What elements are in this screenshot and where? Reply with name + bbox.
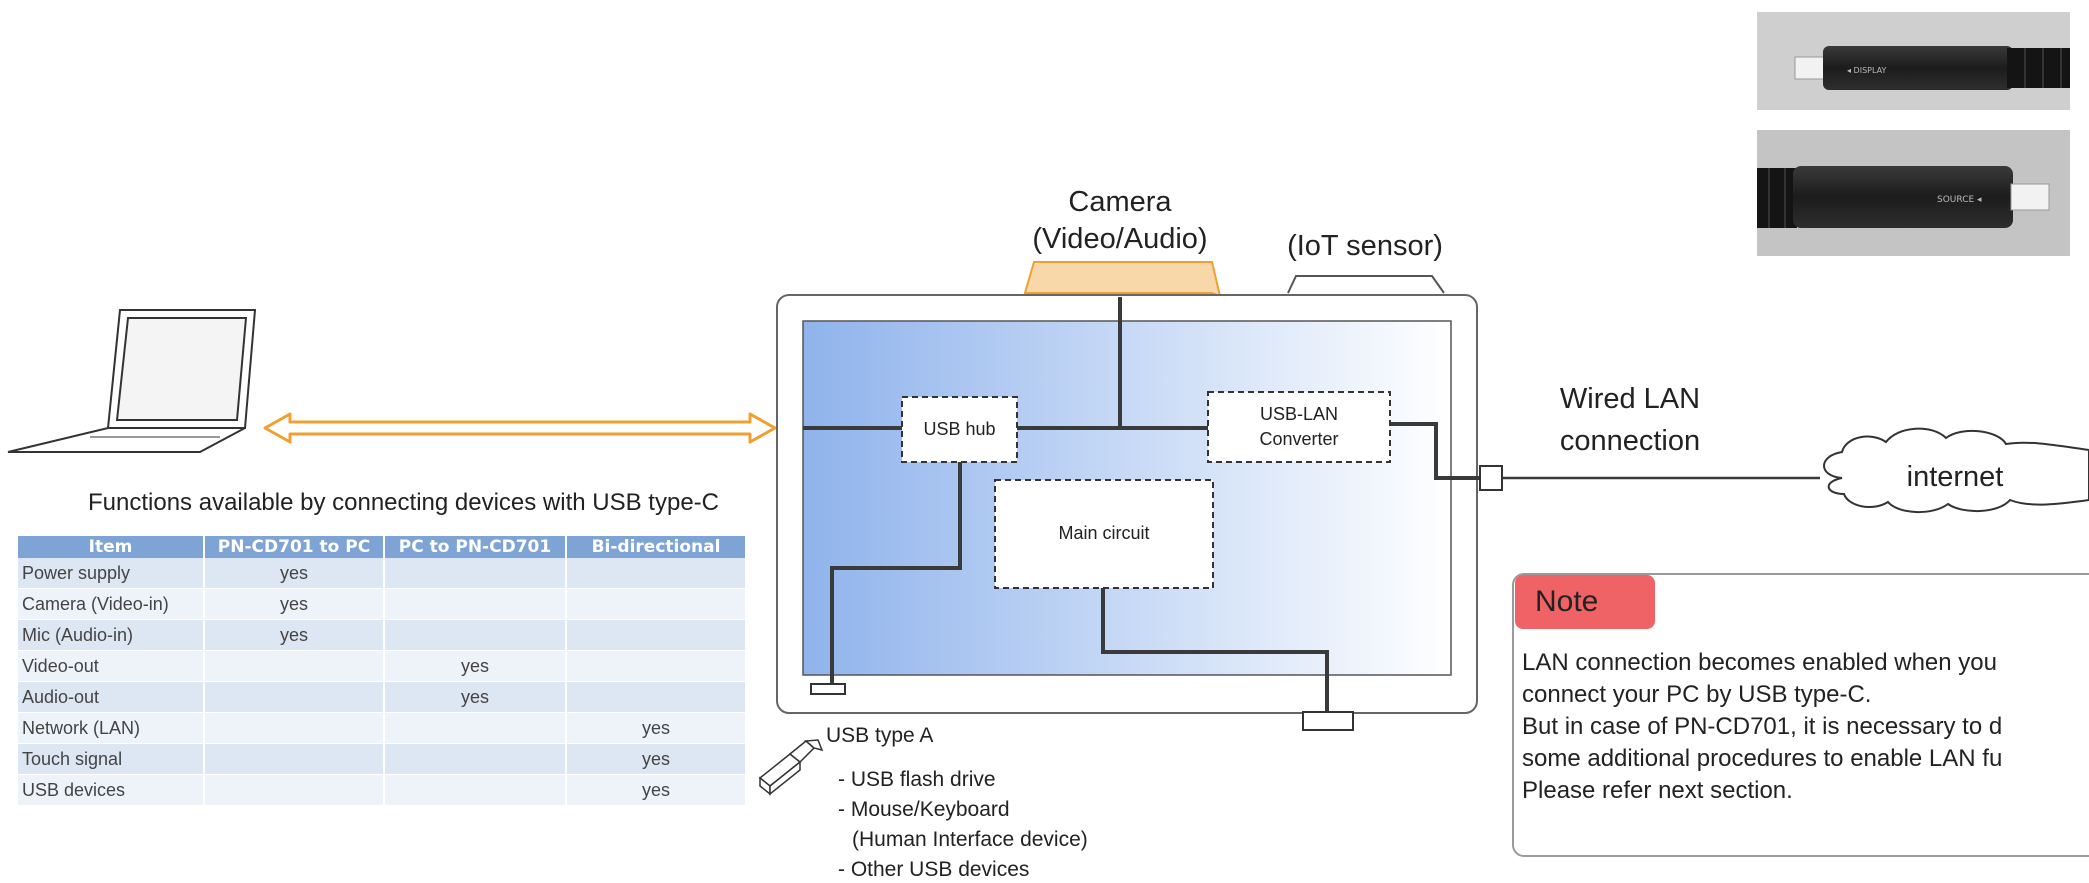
table-cell xyxy=(384,588,567,620)
usb-stick-icon xyxy=(758,739,824,796)
cable-bottom-text: SOURCE ◂ xyxy=(1937,195,1982,205)
table-cell: Touch signal xyxy=(18,743,205,775)
table-cell xyxy=(384,619,567,651)
note-text-line: connect your PC by USB type-C. xyxy=(1522,681,1872,708)
table-cell: yes xyxy=(566,712,747,744)
iot-sensor-bump xyxy=(1287,275,1445,294)
usb-device-item: - USB flash drive xyxy=(838,768,996,791)
table-row: Power supply yes xyxy=(18,558,747,589)
note-text-line: But in case of PN-CD701, it is necessary… xyxy=(1522,713,2003,740)
table-cell: Power supply xyxy=(18,558,205,589)
column-header: Bi-directional xyxy=(566,536,747,558)
note-text-line: Please refer next section. xyxy=(1522,777,1793,804)
table-cell xyxy=(204,774,385,806)
table-cell: Network (LAN) xyxy=(18,712,205,744)
usb-hub-label: USB hub xyxy=(923,419,996,439)
table-row: Mic (Audio-in) yes xyxy=(18,619,747,651)
table-cell xyxy=(384,712,567,744)
table-cell xyxy=(566,588,747,620)
usb-device-item: - Other USB devices xyxy=(838,858,1030,881)
table-cell xyxy=(384,743,567,775)
table-cell: yes xyxy=(566,774,747,806)
usb-device-item: - Mouse/Keyboard xyxy=(838,798,1010,821)
table-cell: yes xyxy=(204,558,385,589)
table-row: Audio-out yes xyxy=(18,681,747,713)
internet-label: internet xyxy=(1906,461,2004,493)
table-header-row: Item PN-CD701 to PC PC to PN-CD701 Bi-di… xyxy=(18,536,747,558)
table-cell: USB devices xyxy=(18,774,205,806)
bottom-port xyxy=(1302,711,1354,731)
wired-lan-label-line2: connection xyxy=(1559,425,1701,457)
note-text-line: LAN connection becomes enabled when you xyxy=(1522,649,1997,676)
cable-top-text: ◂ DISPLAY xyxy=(1847,66,1886,75)
internet-cloud-icon xyxy=(1823,427,2089,514)
cable-photo-source: SOURCE ◂ xyxy=(1757,130,2070,256)
table-row: Touch signal yes xyxy=(18,743,747,775)
table-row: USB devices yes xyxy=(18,774,747,806)
table-cell xyxy=(204,650,385,682)
main-circuit-box xyxy=(994,479,1214,589)
usb-hub-box xyxy=(901,396,1018,463)
note-title: Note xyxy=(1515,575,1655,629)
column-header: Item xyxy=(18,536,205,558)
table-cell xyxy=(204,712,385,744)
table-cell: Video-out xyxy=(18,650,205,682)
table-cell xyxy=(566,558,747,589)
usb-lan-converter-box xyxy=(1207,391,1391,463)
note-box xyxy=(1512,573,2089,857)
laptop-icon xyxy=(7,309,257,453)
table-cell xyxy=(566,681,747,713)
table-cell: Mic (Audio-in) xyxy=(18,619,205,651)
camera-bump xyxy=(1023,261,1222,298)
usb-lan-label-line1: USB-LAN xyxy=(1259,404,1339,424)
table-cell: Audio-out xyxy=(18,681,205,713)
table-row: Video-out yes xyxy=(18,650,747,682)
functions-table: Item PN-CD701 to PC PC to PN-CD701 Bi-di… xyxy=(18,536,747,806)
table-cell xyxy=(566,650,747,682)
table-row: Camera (Video-in) yes xyxy=(18,588,747,620)
table-cell: yes xyxy=(384,650,567,682)
usb-device-item: (Human Interface device) xyxy=(852,828,1088,851)
table-cell: yes xyxy=(204,619,385,651)
usb-type-a-port xyxy=(810,683,846,695)
table-cell xyxy=(384,774,567,806)
wired-lan-label-line1: Wired LAN xyxy=(1559,383,1701,415)
cable-photo-display: ◂ DISPLAY xyxy=(1757,12,2070,110)
camera-sublabel: (Video/Audio) xyxy=(1032,223,1208,255)
table-cell: yes xyxy=(204,588,385,620)
table-cell xyxy=(384,558,567,589)
table-cell: yes xyxy=(384,681,567,713)
note-text-line: some additional procedures to enable LAN… xyxy=(1522,745,2003,772)
table-cell xyxy=(204,681,385,713)
table-cell: Camera (Video-in) xyxy=(18,588,205,620)
usb-type-a-label: USB type A xyxy=(826,724,934,747)
table-cell xyxy=(204,743,385,775)
camera-label: Camera xyxy=(1068,186,1172,218)
main-circuit-label: Main circuit xyxy=(1058,523,1150,543)
table-cell xyxy=(566,619,747,651)
usb-lan-label-line2: Converter xyxy=(1259,429,1339,449)
table-row: Network (LAN) yes xyxy=(18,712,747,744)
table-cell: yes xyxy=(566,743,747,775)
table-caption: Functions available by connecting device… xyxy=(88,489,719,516)
column-header: PC to PN-CD701 xyxy=(384,536,567,558)
lan-port xyxy=(1479,465,1503,491)
column-header: PN-CD701 to PC xyxy=(204,536,385,558)
iot-sensor-label: (IoT sensor) xyxy=(1287,230,1443,262)
usb-c-bidirectional-arrow xyxy=(263,412,777,444)
